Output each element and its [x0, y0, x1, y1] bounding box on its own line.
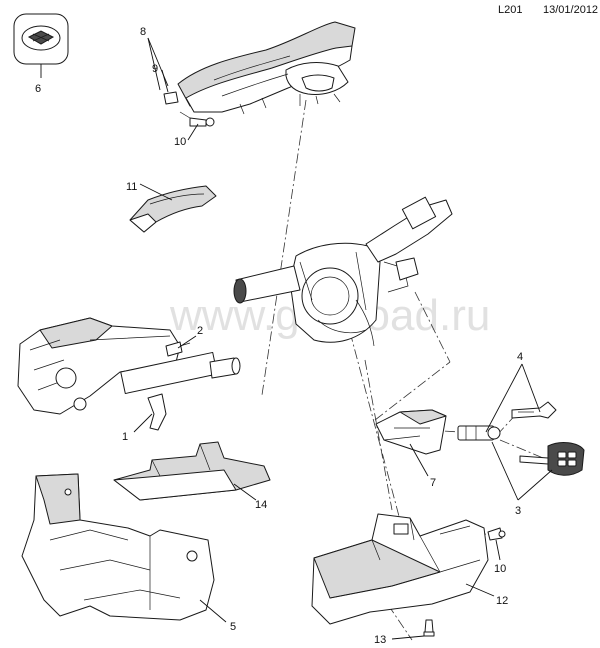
part-8-upper-shroud	[163, 21, 356, 115]
part-5-lower-panel	[21, 473, 215, 621]
assembly-line	[374, 361, 451, 421]
callout-4: 4	[517, 351, 523, 363]
callout-10-upper: 10	[174, 136, 186, 148]
callout-1: 1	[122, 431, 128, 443]
part-switch-assembly	[233, 196, 453, 347]
diagram-date: 13/01/2012	[543, 4, 599, 16]
assembly-line	[261, 99, 307, 396]
part-3-key-fob	[519, 442, 585, 476]
assembly-line	[364, 359, 393, 511]
callout-8: 8	[140, 26, 146, 38]
callout-3: 3	[515, 505, 521, 517]
assembly-line	[499, 439, 549, 461]
callout-12: 12	[496, 595, 508, 607]
callout-2: 2	[197, 325, 203, 337]
diagram-code: L201	[498, 4, 523, 16]
part-13-screw	[423, 619, 435, 637]
part-10-screw-lower	[487, 527, 506, 541]
callout-14: 14	[255, 499, 267, 511]
callout-6: 6	[35, 83, 41, 95]
part-2-bolt	[165, 341, 191, 357]
part-6-emblem	[13, 13, 69, 78]
callout-9: 9	[152, 63, 158, 75]
assembly-line	[496, 409, 521, 436]
part-4-lock-cylinder	[457, 401, 557, 441]
part-1-steering-column	[17, 317, 241, 431]
part-14-knee-bolster	[113, 441, 271, 501]
part-11-trim-cover	[129, 185, 217, 233]
callout-11: 11	[126, 181, 137, 193]
assembly-line	[349, 331, 401, 521]
assembly-line	[377, 589, 413, 641]
leader-lines	[133, 37, 553, 640]
assembly-line	[414, 291, 451, 363]
callout-5: 5	[230, 621, 236, 633]
part-10-screw-upper	[179, 111, 215, 127]
callout-labels: 8 9 10 11 6 2 1 14 5 7 4 3 10 12 13	[35, 26, 523, 646]
callout-13: 13	[374, 634, 386, 646]
part-12-lower-shroud	[311, 513, 489, 625]
callout-7: 7	[430, 477, 436, 489]
part-7-ignition-housing	[375, 409, 447, 455]
callout-10-lower: 10	[494, 563, 506, 575]
